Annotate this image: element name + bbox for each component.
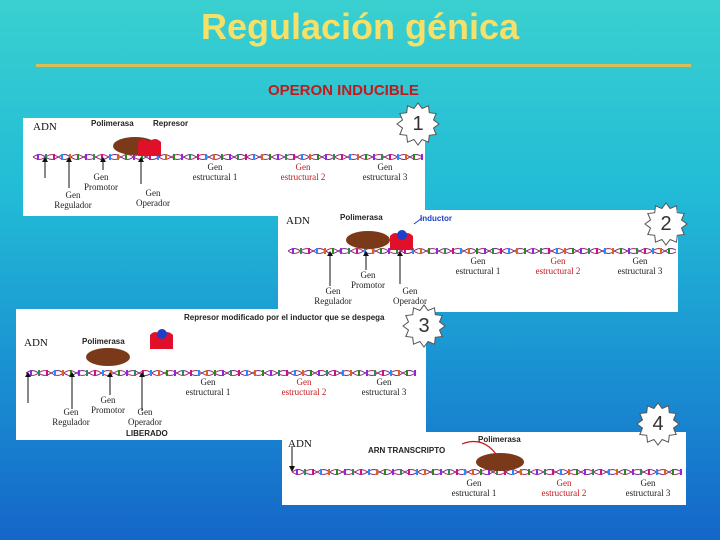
step-badge-4: 4 bbox=[636, 402, 680, 446]
operon-panel-3: ADN Polimerasa Represor modificado por e… bbox=[16, 309, 426, 440]
polimerasa-label: Polimerasa bbox=[340, 213, 383, 222]
represor-label: Represor bbox=[153, 119, 189, 128]
inducer-shape bbox=[157, 329, 167, 339]
repressor-shape bbox=[150, 332, 173, 349]
title-underline bbox=[36, 64, 691, 67]
polimerasa-label: Polimerasa bbox=[478, 435, 521, 444]
polymerase-shape bbox=[346, 231, 390, 249]
slide-title: Regulación génica bbox=[200, 6, 520, 47]
represor-modificado-label: Represor modificado por el inductor que … bbox=[184, 313, 385, 322]
step-badge-1: 1 bbox=[396, 102, 440, 146]
arn-transcripto-label: ARN TRANSCRIPTO bbox=[368, 446, 446, 455]
polimerasa-label: Polimerasa bbox=[82, 337, 125, 346]
adn-label: ADN bbox=[24, 337, 48, 349]
dna-strand-4 bbox=[291, 468, 683, 476]
inducer-shape bbox=[397, 230, 407, 240]
adn-label: ADN bbox=[286, 215, 310, 227]
adn-label: ADN bbox=[288, 438, 312, 450]
liberado-label: LIBERADO bbox=[126, 429, 168, 438]
dna-strand-3 bbox=[25, 369, 417, 377]
repressor-shape bbox=[138, 139, 161, 156]
polymerase-shape bbox=[476, 453, 524, 471]
slide-subtitle: OPERON INDUCIBLE bbox=[268, 82, 419, 99]
polymerase-shape bbox=[86, 348, 130, 366]
step-badge-2: 2 bbox=[644, 202, 688, 246]
rna-transcript bbox=[461, 441, 497, 455]
step-badge-3: 3 bbox=[402, 304, 446, 348]
inductor-label: Inductor bbox=[420, 214, 452, 223]
polimerasa-label: Polimerasa bbox=[91, 119, 134, 128]
adn-label: ADN bbox=[33, 121, 57, 133]
repressor-shape bbox=[390, 233, 413, 250]
dna-strand-1 bbox=[32, 153, 424, 161]
dna-strand-2 bbox=[287, 247, 677, 255]
